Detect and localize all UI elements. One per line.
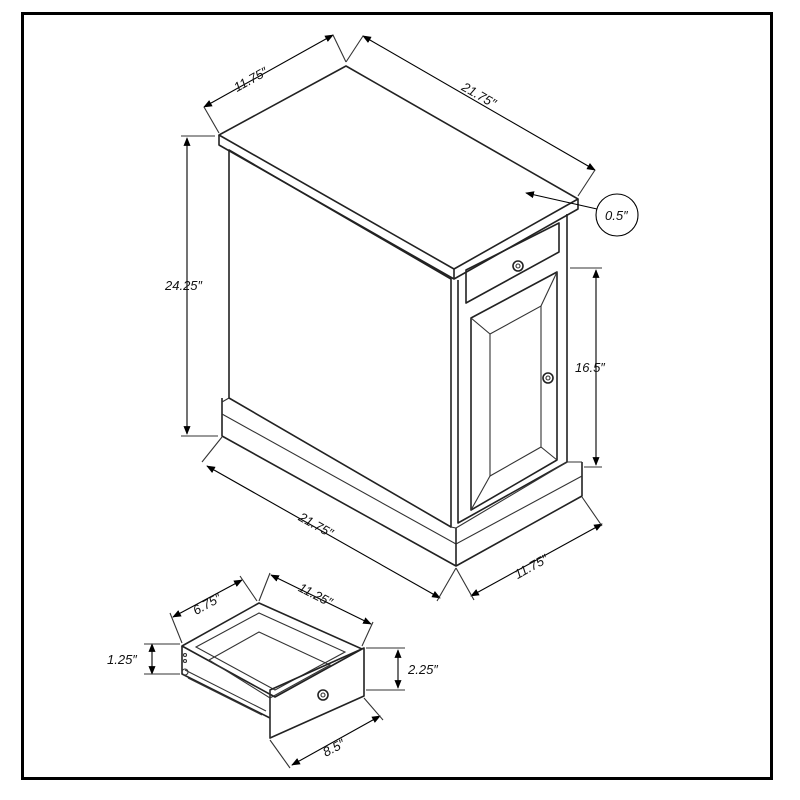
cabinet-front-body bbox=[457, 214, 568, 524]
drawer-inner bbox=[194, 612, 347, 691]
cabinet-door-panel bbox=[489, 305, 542, 477]
cabinet-drawer-front bbox=[465, 222, 560, 304]
dim-bottom-depth: 11.75″ bbox=[512, 551, 551, 582]
dim-drawer-side-height: 1.25″ bbox=[107, 652, 137, 667]
dim-drawer-depth: 6.75″ bbox=[190, 590, 224, 618]
drawer-side bbox=[181, 646, 271, 719]
cabinet-side-panel bbox=[228, 149, 452, 528]
dim-top-depth: 11.75″ bbox=[231, 64, 270, 95]
dim-top-thickness: 0.5″ bbox=[605, 208, 628, 223]
drawer-rim bbox=[181, 602, 363, 698]
dim-drawer-front-height: 2.25″ bbox=[407, 662, 438, 677]
cabinet-top-edge bbox=[218, 135, 579, 280]
drawer-front-panel bbox=[269, 647, 365, 739]
drawer-drawing bbox=[181, 602, 365, 739]
cabinet-drawing bbox=[218, 65, 583, 567]
diagram-frame bbox=[21, 12, 773, 780]
dim-top-width: 21.75″ bbox=[458, 79, 499, 111]
drawer-knob bbox=[512, 260, 524, 272]
dim-drawer-width: 11.25″ bbox=[296, 580, 335, 610]
dim-bottom-width: 21.75″ bbox=[295, 509, 336, 541]
cabinet-base bbox=[221, 398, 583, 567]
drawer-dimensions: 6.75″ 11.25″ 1.25″ 2.25″ 8.5″ bbox=[107, 572, 438, 769]
door-knob bbox=[542, 372, 554, 384]
dim-height: 24.25″ bbox=[164, 278, 203, 293]
drawer-front-knob bbox=[317, 689, 329, 701]
dim-door-height: 16.5″ bbox=[575, 360, 605, 375]
dim-drawer-front-width: 8.5″ bbox=[320, 736, 347, 760]
top-thickness-callout bbox=[595, 193, 639, 237]
